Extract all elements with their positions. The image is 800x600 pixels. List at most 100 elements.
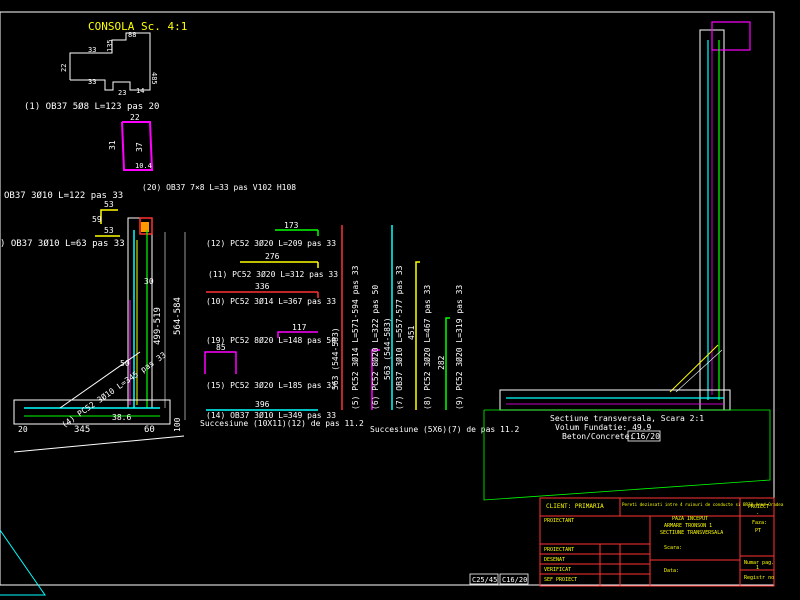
stirrup-20-shape xyxy=(121,121,154,171)
tb-proiectant-top: PROIECTANT xyxy=(544,518,574,524)
wall-top-fill xyxy=(141,222,149,232)
bar-label-19: (19) PC52 8Ø20 L=148 pas 50 xyxy=(206,335,336,345)
vbar-9-dim: 282 xyxy=(437,355,446,370)
tb-project-desc: Pereti dezinsati intre 4 ruinuri de cond… xyxy=(622,502,784,507)
bar-label-1: (1) OB37 5Ø8 L=123 pas 20 xyxy=(24,101,159,112)
dim-396: 396 xyxy=(255,400,270,409)
succession-1: Succesiune (10X11)(12) de pas 11.2 xyxy=(200,419,364,428)
vbar-7-label: (7) OB37 3Ø10 L=557-577 pas 33 xyxy=(394,265,404,410)
tb-sub2: ARMARE TRONSON 1 xyxy=(664,523,712,529)
dim-117: 117 xyxy=(292,323,307,332)
tag-2: C16/20 xyxy=(502,576,527,584)
dim-59: 59 xyxy=(92,215,102,224)
vbar-8-label: (8) PC52 3Ø20 L=467 pas 33 xyxy=(422,285,432,410)
succession-2: Succesiune (5X6)(7) de pas 11.2 xyxy=(370,425,519,434)
tb-registru: Registr no xyxy=(744,575,774,581)
vbar-9-label: (9) PC52 3Ø20 L=319 pas 33 xyxy=(454,285,464,410)
bar-label-20: (20) OB37 7×8 L=33 pas V102 H108 xyxy=(142,183,296,192)
tag-2-box xyxy=(499,573,529,585)
bar-label-12: (12) PC52 3Ø20 L=209 pas 33 xyxy=(206,238,336,248)
dim-30: 30 xyxy=(144,277,154,286)
bar-label-l63: ) OB37 3Ø10 L=63 pas 33 xyxy=(0,238,125,249)
console-dim-33b: 33 xyxy=(88,78,96,86)
footing-base xyxy=(13,435,185,453)
console-dim-88: 88 xyxy=(128,31,136,39)
dim-53b: 53 xyxy=(104,226,114,235)
tb-proiect-val: - xyxy=(756,511,759,517)
console-dim-14: 14 xyxy=(136,87,144,95)
tag-1: C25/45 xyxy=(472,576,497,584)
console-title: CONSOLA Sc. 4:1 xyxy=(88,20,187,33)
bar-53-shape xyxy=(100,209,118,224)
section-wall-cap xyxy=(711,21,751,51)
vbar-5-dim: 563 (544-583) xyxy=(331,327,340,390)
section-diagonal-2 xyxy=(675,349,723,393)
tb-row-sef: SEF PROIECT xyxy=(544,577,577,583)
dim-386: 38.6 xyxy=(112,413,131,422)
title-block xyxy=(539,497,775,587)
dim-53a: 53 xyxy=(104,200,114,209)
bar-15-shape xyxy=(204,351,237,374)
tb-sub1: PAZA INCEPUT xyxy=(672,516,708,522)
tb-proiect-label: PROIECT xyxy=(748,504,769,510)
bar-label-10: (10) PC52 3Ø14 L=367 pas 33 xyxy=(206,296,336,306)
vbar-5-label: (5) PC52 3Ø14 L=571-594 pas 33 xyxy=(350,265,360,410)
tb-numar: Numar pag. xyxy=(744,560,774,566)
tb-row-desenat: DESENAT xyxy=(544,557,565,563)
dim-60: 60 xyxy=(144,425,155,435)
vbar-6-label: (6) PC52 8Ø20 L=322 pas 50 xyxy=(370,285,380,410)
footing-outline xyxy=(13,399,171,425)
corner-marker xyxy=(0,529,46,596)
wall-dim-564: 564-584 xyxy=(173,297,183,335)
section-footing xyxy=(499,389,731,411)
dim-31: 31 xyxy=(108,140,117,150)
tag-1-box xyxy=(469,573,499,585)
section-line-3: Beton/Concrete: xyxy=(562,432,634,441)
tb-row-verificat: VERIFICAT xyxy=(544,567,571,573)
dim-336: 336 xyxy=(255,282,270,291)
tb-row-proiectant: PROIECTANT xyxy=(544,547,574,553)
section-line-2: Volum Fundatie: 49.9 xyxy=(555,423,652,432)
console-outline xyxy=(69,32,151,91)
vbar-6 xyxy=(371,349,380,410)
dim-345: 345 xyxy=(74,425,90,435)
console-dim-135: 135 xyxy=(106,39,114,52)
tb-sub3: SECTIUNE TRANSVERSALA xyxy=(660,530,723,536)
dim-104: 10.4 xyxy=(135,162,152,170)
console-dim-22: 22 xyxy=(60,64,68,72)
sheet-frame xyxy=(0,11,775,586)
dim-22: 22 xyxy=(130,113,140,122)
tb-faza-label: Faza: xyxy=(752,520,767,526)
wall-dim-499: 499-519 xyxy=(153,307,163,345)
vbar-8-dim: 451 xyxy=(407,325,416,340)
dim-173: 173 xyxy=(284,221,299,230)
tb-client: CLIENT: PRIMARIA xyxy=(546,503,604,510)
bar-19-shape xyxy=(277,331,318,338)
section-line-1: Sectiune transversala, Scara 2:1 xyxy=(550,414,704,423)
console-dim-485: 485 xyxy=(150,72,158,85)
bar-label-l122: OB37 3Ø10 L=122 pas 33 xyxy=(4,190,123,201)
bar-label-11: (11) PC52 3Ø20 L=312 pas 33 xyxy=(208,269,338,279)
dim-85: 85 xyxy=(216,343,226,352)
section-diagonal xyxy=(669,344,719,393)
concrete-class-box xyxy=(627,430,661,442)
dim-20: 20 xyxy=(18,425,28,434)
console-dim-33: 33 xyxy=(88,46,96,54)
dim-276: 276 xyxy=(265,252,280,261)
tb-scara: Scara: xyxy=(664,545,682,551)
tb-numar-val: 1 xyxy=(756,565,759,571)
dim-50: 50 xyxy=(120,359,130,368)
dim-37: 37 xyxy=(135,142,144,152)
tb-data: Data: xyxy=(664,568,679,574)
dim-100: 100 xyxy=(173,417,182,432)
console-dim-23: 23 xyxy=(118,89,126,97)
bar-label-15: (15) PC52 3Ø20 L=185 pas 33 xyxy=(206,380,336,390)
bar-label-14: (14) OB37 3Ø10 L=349 pas 33 xyxy=(206,410,336,420)
tb-faza-val: PT xyxy=(755,528,761,534)
footing-diagonal xyxy=(59,351,141,409)
vbar-9 xyxy=(445,317,450,410)
concrete-class: C16/20 xyxy=(631,432,660,441)
vbar-8 xyxy=(415,261,420,410)
wall-top-cap xyxy=(139,217,153,235)
